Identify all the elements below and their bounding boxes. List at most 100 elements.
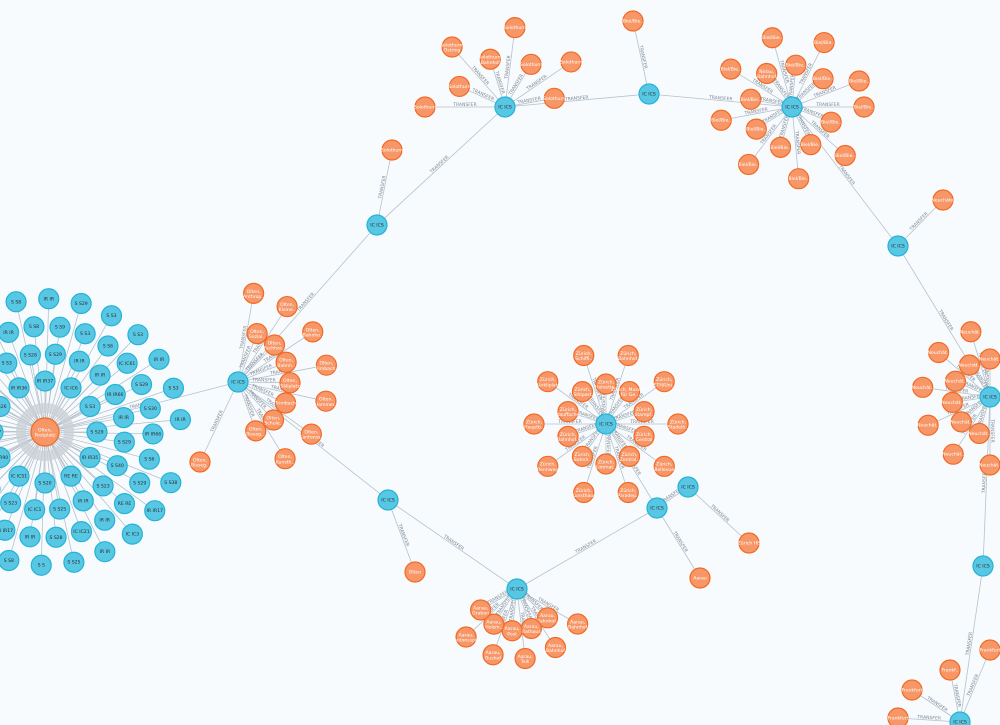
stop-node[interactable]: Frankfurt [901,679,923,701]
ic-node[interactable]: S S23 [92,475,114,497]
ic-node[interactable]: IR IR [68,350,90,372]
ic-node[interactable]: IC ICS [638,83,660,105]
stop-node[interactable]: Zürich,Limmat.. [595,453,617,475]
stop-node[interactable]: Solothurn [560,51,582,73]
ic-node[interactable]: IR IR [38,288,60,310]
ic-node[interactable]: IR IR37 [34,370,56,392]
stop-node[interactable]: Biel/Bie.. [853,96,875,118]
ic-node[interactable]: IC ICS [595,413,617,435]
stop-node[interactable]: Olten,Bisseg.. [189,451,211,473]
stop-node[interactable]: Olten,Bahnh.. [275,351,297,373]
stop-node[interactable]: Aarau,Post [501,620,523,642]
stop-node[interactable]: Biel/Bie.. [800,133,822,156]
stop-node[interactable]: Frankfurt [979,639,1000,661]
stop-node[interactable]: Biel/Bie.. [788,168,810,190]
ic-node[interactable]: IC ICS [979,386,1000,408]
stop-node[interactable]: Aarau [689,567,711,589]
stop-node[interactable]: Biel/Bie.. [745,118,767,140]
stop-node[interactable]: Nidau,Bahnhof [756,62,778,85]
ic-node[interactable]: IC ICS [646,497,668,519]
ic-node[interactable]: IR IR [148,348,170,370]
stop-node[interactable]: Aarau,Holzm.. [483,613,505,635]
ic-node[interactable]: S S29 [113,431,135,453]
ic-node[interactable]: S S20 [34,472,56,494]
ic-node[interactable]: IR IR66 [142,423,164,445]
ic-node[interactable]: IC ICS [972,555,994,577]
stop-node[interactable]: Neuchât.. [944,370,967,392]
stop-node[interactable]: Olten [404,561,426,583]
ic-node[interactable]: IC ICS [366,214,388,236]
ic-node[interactable]: S S38 [160,472,182,494]
ic-node[interactable]: IR IR [94,541,116,563]
ic-node[interactable]: IC ICS [506,578,528,600]
ic-node[interactable]: IR IR35 [79,446,101,469]
stop-node[interactable]: Neuchât.. [950,411,972,433]
ic-node[interactable]: IR IR [113,407,135,429]
stop-node[interactable]: Biel/Bie.. [710,109,732,131]
ic-node[interactable]: IR IR17 [144,500,166,522]
stop-node[interactable]: Zürich,Bahnh.. [571,445,594,467]
stop-node[interactable]: Solothurn [504,17,526,39]
stop-node[interactable]: Solothurn,Bahnhof [478,48,503,70]
stop-node[interactable]: Biel/Bie.. [812,68,834,90]
ic-node[interactable]: S S40 [106,455,128,477]
stop-node[interactable]: Neuchât.. [917,414,939,436]
ic-node[interactable]: IR IR90 [0,446,11,469]
ic-node[interactable]: IC IC6 [60,377,82,399]
stop-node[interactable]: Olten,Kantonss.. [299,423,323,445]
ic-node[interactable]: S S30 [139,397,161,420]
stop-node[interactable]: Olten,Sozial.. [246,323,268,345]
stop-node[interactable]: Neuchât.. [941,391,963,414]
stop-node[interactable]: Neuchât.. [912,376,934,398]
stop-node[interactable]: Zürich,ETH/Uni.. [653,371,675,393]
stop-node[interactable]: Biel/Bie.. [761,27,783,49]
ic-node[interactable]: IC IC51 [8,465,30,487]
ic-node[interactable]: IC ICS [887,235,909,257]
stop-node[interactable]: Biel/Bie.. [769,136,792,158]
stop-node[interactable]: Aarau,Graben [470,599,492,621]
stop-node[interactable]: Olten,Säliplatz [279,372,301,394]
stop-node[interactable]: Solothurn [448,75,471,98]
ic-node[interactable]: IC ICS [781,96,803,118]
ic-node[interactable]: S S3 [0,352,18,374]
ic-node[interactable]: S S29 [129,472,151,494]
stop-node[interactable]: Solothurn [381,139,403,161]
ic-node[interactable]: IC ICS [377,489,399,511]
ic-node[interactable]: S S26 [0,395,11,418]
stop-node[interactable]: Zürich,Bahnhof. [617,344,639,367]
stop-node[interactable]: Neuchât.. [979,348,1000,370]
ic-node[interactable]: S S3 [127,324,149,346]
stop-node[interactable]: Olten,Bahnho.. [302,321,324,343]
stop-node[interactable]: Aarau,Bahnhof.. [537,607,559,629]
stop-node[interactable]: Zürich,Paradep.. [617,481,639,504]
stop-node[interactable]: Zürich,Sihlpost [571,381,594,403]
stop-node[interactable]: Olten,Schule.. [262,409,285,431]
ic-node[interactable]: S S29 [86,421,108,443]
ic-node[interactable]: IR IR [72,490,94,512]
stop-node[interactable]: Olten,Anthrop.. [243,282,264,304]
stop-node[interactable]: Aarau,Bahnhof [567,613,589,635]
ic-node[interactable]: IR IR17 [0,519,16,541]
stop-node[interactable]: Zürich,Kunsthaus [572,481,596,504]
stop-node[interactable]: Aarau,Telli [514,647,536,670]
stop-node[interactable]: Biel/Bie.. [738,153,760,176]
stop-node[interactable]: Aarau,Kantonsspit.. [451,626,481,648]
stop-node[interactable]: Olten,Kleine.. [276,295,298,318]
ic-node[interactable]: IC ICS [494,96,516,118]
stop-node[interactable]: Biel/Bie.. [820,111,842,133]
ic-node[interactable]: IR IR36 [8,377,30,399]
stop-node[interactable]: Solothurn [414,96,436,118]
ic-node[interactable]: S S25 [49,498,71,520]
stop-node[interactable]: Frankfurt [887,707,909,725]
ic-node[interactable]: IR IR [89,364,111,386]
stop-node[interactable]: Olten,Postplatz [30,417,60,447]
ic-node[interactable]: S S8 [23,316,45,338]
stop-node[interactable]: Neuchât.. [960,321,982,343]
ic-node[interactable]: IR IR [19,526,41,548]
ic-node[interactable]: RE RE [60,465,82,487]
stop-node[interactable]: Zürich,Central [633,425,655,447]
stop-node[interactable]: Olten,Hammer.. [315,390,337,412]
ic-node[interactable]: S S23 [0,492,22,514]
